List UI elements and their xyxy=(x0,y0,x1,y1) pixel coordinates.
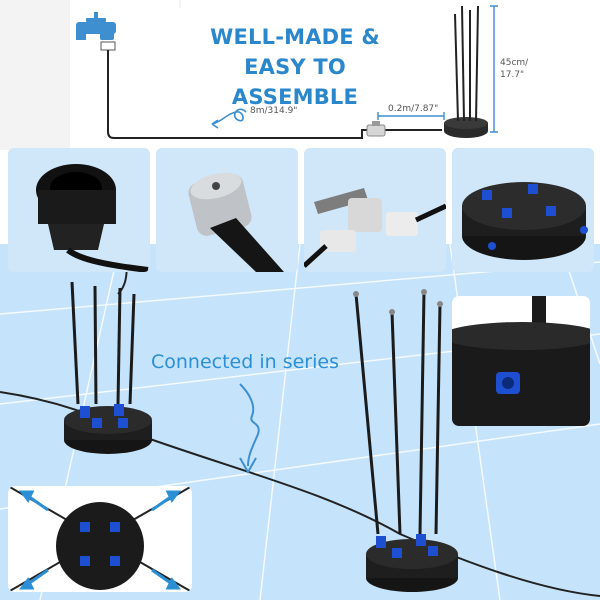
card-base-top-view xyxy=(452,148,594,272)
mister-stand-right xyxy=(353,289,458,592)
mister-stand-small xyxy=(444,5,488,138)
assembly-diagram xyxy=(76,0,498,139)
hose-connector-image xyxy=(36,164,149,272)
base-top-expand-image xyxy=(8,486,192,592)
headline-line-1: WELL-MADE & xyxy=(210,25,380,49)
arrow-down-icon xyxy=(239,383,260,475)
height-label-line-2: 17.7" xyxy=(500,70,525,80)
series-caption: Connected in series xyxy=(151,351,339,373)
inset-base-side-connector xyxy=(452,296,590,426)
base-side-connector-image xyxy=(452,296,590,426)
connector-length-label: 0.2m/7.87" xyxy=(388,104,439,114)
base-top-view-image xyxy=(462,182,588,260)
expand-arrow-icon xyxy=(19,490,181,590)
card-hose-connector xyxy=(8,148,150,272)
misting-nozzle-image xyxy=(188,172,284,272)
card-misting-nozzle xyxy=(156,148,298,272)
card-shutoff-valve xyxy=(304,148,446,272)
hose-length-label: 8m/314.9" xyxy=(250,106,298,116)
hose-adapter xyxy=(100,41,116,51)
shutoff-valve-image xyxy=(304,188,446,268)
curl-arrow-icon xyxy=(211,108,247,129)
assembly-diagram-band: WELL-MADE & EASY TO ASSEMBLE 8m/314.9" 0… xyxy=(0,0,600,150)
shutoff-valve xyxy=(366,121,386,137)
mister-stand-left xyxy=(64,281,152,454)
height-label-line-1: 45cm/ xyxy=(500,58,529,68)
headline-line-2: EASY TO ASSEMBLE xyxy=(231,55,359,109)
inset-base-top-expand xyxy=(8,486,192,592)
headline: WELL-MADE & EASY TO ASSEMBLE xyxy=(180,22,410,112)
faucet-icon xyxy=(76,12,116,40)
hose-line xyxy=(107,50,442,139)
left-margin-panel xyxy=(0,0,70,150)
